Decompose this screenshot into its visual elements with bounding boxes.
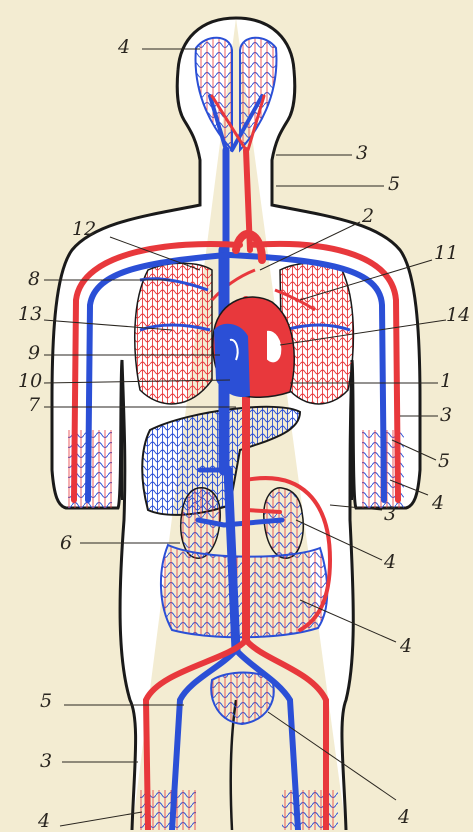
label-3-leg: 3 xyxy=(40,752,52,771)
label-3-arm: 3 xyxy=(440,406,452,425)
arterial-system xyxy=(74,96,398,830)
label-5-neck: 5 xyxy=(388,175,400,194)
label-4-kidney: 4 xyxy=(384,553,396,572)
lung-left xyxy=(135,263,212,404)
lung-right xyxy=(280,263,353,404)
leader-lines xyxy=(44,49,446,826)
label-4-arm: 4 xyxy=(432,494,444,513)
foot-capillary-left xyxy=(140,790,196,830)
pulmonary-veins xyxy=(140,279,350,330)
label-2: 2 xyxy=(362,207,374,226)
foot-capillary-right xyxy=(282,790,338,830)
label-9: 9 xyxy=(28,344,40,363)
head-capillary-right xyxy=(240,38,276,150)
liver xyxy=(142,407,300,515)
label-5-leg: 5 xyxy=(40,692,52,711)
label-4-pelvis: 4 xyxy=(398,808,410,827)
label-10: 10 xyxy=(18,372,42,391)
head-capillary-left xyxy=(196,38,232,150)
heart-icon xyxy=(213,297,294,397)
label-4-head: 4 xyxy=(118,38,130,57)
label-1: 1 xyxy=(440,372,452,391)
human-body-outline xyxy=(52,18,420,830)
label-8: 8 xyxy=(28,270,40,289)
arm-capillary-right xyxy=(362,430,404,508)
label-13: 13 xyxy=(18,305,42,324)
intestine xyxy=(161,545,327,637)
label-14: 14 xyxy=(446,306,470,325)
arm-inner-outline xyxy=(122,360,352,500)
label-5-arm: 5 xyxy=(438,452,450,471)
pulmonary-arteries-bundle xyxy=(212,270,315,310)
label-6: 6 xyxy=(60,534,72,553)
leg-inner-outline xyxy=(231,700,236,830)
label-11: 11 xyxy=(434,244,458,263)
pelvic-organ xyxy=(211,673,273,725)
label-3-neck: 3 xyxy=(356,144,368,163)
venous-system xyxy=(88,96,384,830)
label-12: 12 xyxy=(72,220,96,239)
kidney-left xyxy=(181,488,220,558)
arm-capillary-left xyxy=(68,430,112,508)
label-7: 7 xyxy=(28,396,40,415)
kidney-right xyxy=(264,488,303,558)
label-4-foot: 4 xyxy=(38,812,50,831)
label-3-kidney: 3 xyxy=(384,505,396,524)
label-4-intestine: 4 xyxy=(400,637,412,656)
